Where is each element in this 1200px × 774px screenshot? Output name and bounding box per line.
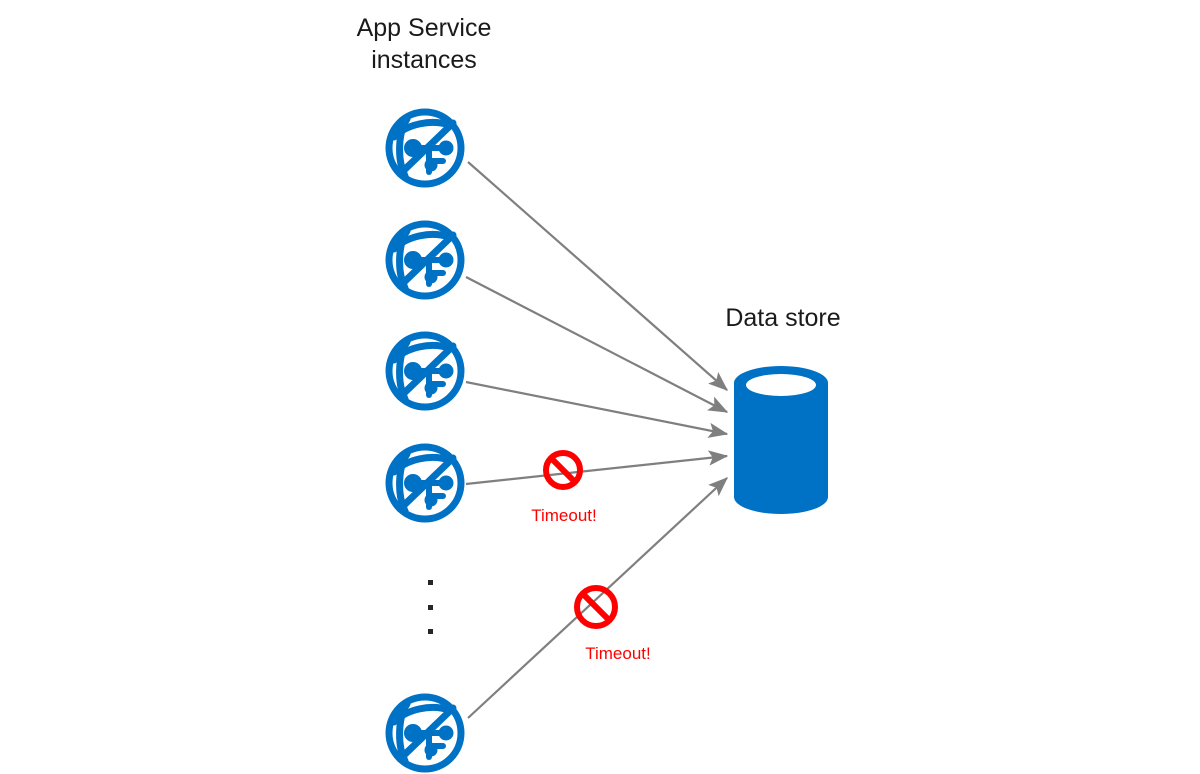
app-service-icon — [389, 697, 461, 769]
vertical-ellipsis — [428, 580, 433, 634]
timeout-marker-2: Timeout! — [574, 585, 651, 663]
app-service-instances-group — [389, 112, 461, 769]
timeout-label: Timeout! — [585, 644, 651, 663]
app-service-icon — [389, 112, 461, 184]
connection-instance-3 — [465, 380, 729, 438]
app-service-instance-1[interactable] — [389, 112, 461, 184]
title-line-1: App Service — [357, 14, 492, 42]
app-service-icon — [389, 447, 461, 519]
app-service-icon — [389, 335, 461, 407]
title-line-2: instances — [371, 46, 477, 74]
app-service-instance-4[interactable] — [389, 447, 461, 519]
app-service-instance-3[interactable] — [389, 335, 461, 407]
connection-instance-1 — [467, 161, 728, 391]
timeout-label: Timeout! — [531, 506, 597, 525]
data-store-label: Data store — [725, 304, 840, 332]
app-service-instance-n[interactable] — [389, 697, 461, 769]
ellipsis-dot — [428, 605, 433, 610]
app-service-instance-2[interactable] — [389, 224, 461, 296]
database-cylinder-icon — [734, 366, 828, 514]
data-store-group[interactable]: Data store — [725, 304, 841, 514]
connection-instance-n — [467, 477, 728, 719]
connection-instance-2 — [465, 276, 729, 413]
timeout-marker-1: Timeout! — [531, 450, 597, 525]
app-service-icon — [389, 224, 461, 296]
connection-instance-4 — [465, 450, 729, 486]
page-title: App Service instances — [357, 14, 492, 74]
ellipsis-dot — [428, 580, 433, 585]
ellipsis-dot — [428, 629, 433, 634]
connection-layer — [465, 161, 729, 719]
